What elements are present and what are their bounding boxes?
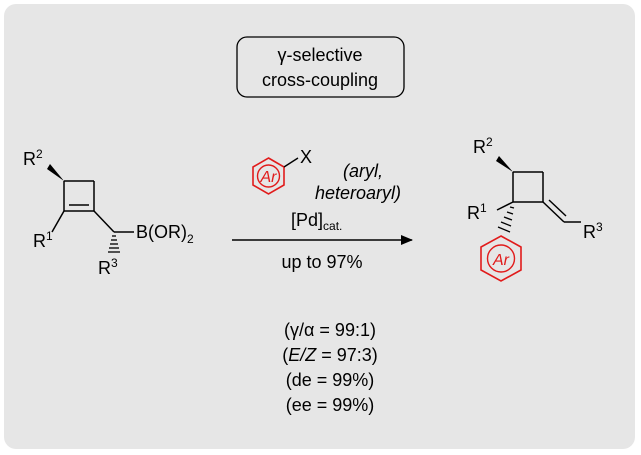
reagent-aryl-ring-circle	[256, 164, 281, 188]
product-r3-label: R3	[583, 220, 603, 242]
ez-selectivity: (E/Z = 97:3)	[282, 345, 378, 365]
title-line1: γ-selective	[277, 45, 362, 65]
title-box-border	[236, 36, 405, 98]
substrate-boron-label: B(OR)2	[136, 222, 194, 246]
ee-selectivity: (ee = 99%)	[286, 395, 375, 415]
chain-bond	[93, 210, 115, 233]
exocyclic-double-bond-a	[542, 201, 565, 223]
product-aryl-ring	[480, 235, 522, 282]
product-r1-label: R1	[467, 201, 487, 223]
product-aryl-ring-circle	[486, 244, 516, 273]
r1-bond	[51, 210, 65, 233]
substrate-molecule	[51, 180, 134, 233]
product-ar-label: Ar	[492, 252, 510, 269]
substrate-r2-label: R2	[23, 147, 43, 169]
reagent-c-x-bond	[283, 157, 299, 168]
catalyst-label: [Pd]cat.	[291, 210, 342, 233]
r3-hashed-bond	[108, 235, 120, 253]
yield-label: up to 97%	[281, 252, 362, 272]
gamma-alpha-selectivity: (γ/α = 99:1)	[284, 320, 376, 340]
product-aryl-hashed-bond	[497, 206, 515, 233]
reagent-ar-label: Ar	[260, 169, 278, 186]
product-r1-bond	[496, 201, 514, 211]
substrate-r1-label: R1	[33, 229, 53, 251]
reagent-scope-line2: heteroaryl)	[315, 183, 401, 203]
r2-wedge-bond	[47, 164, 64, 181]
product-molecule	[496, 171, 581, 223]
reagent-halide-label: X	[300, 147, 312, 167]
product-r2-wedge-bond	[496, 156, 513, 172]
aryl-halide-reagent: Ar X	[252, 147, 312, 195]
exocyclic-double-bond-b	[548, 199, 567, 217]
selectivity-block: (γ/α = 99:1) (E/Z = 97:3) (de = 99%) (ee…	[282, 320, 378, 415]
substrate-r3-label: R3	[98, 256, 118, 278]
title-line2: cross-coupling	[262, 70, 378, 90]
reagent-scope-line1: (aryl,	[343, 161, 383, 181]
de-selectivity: (de = 99%)	[286, 370, 375, 390]
product-aryl-group: Ar	[480, 235, 522, 282]
product-r2-label: R2	[473, 135, 493, 157]
title-box: γ-selective cross-coupling	[236, 36, 405, 98]
